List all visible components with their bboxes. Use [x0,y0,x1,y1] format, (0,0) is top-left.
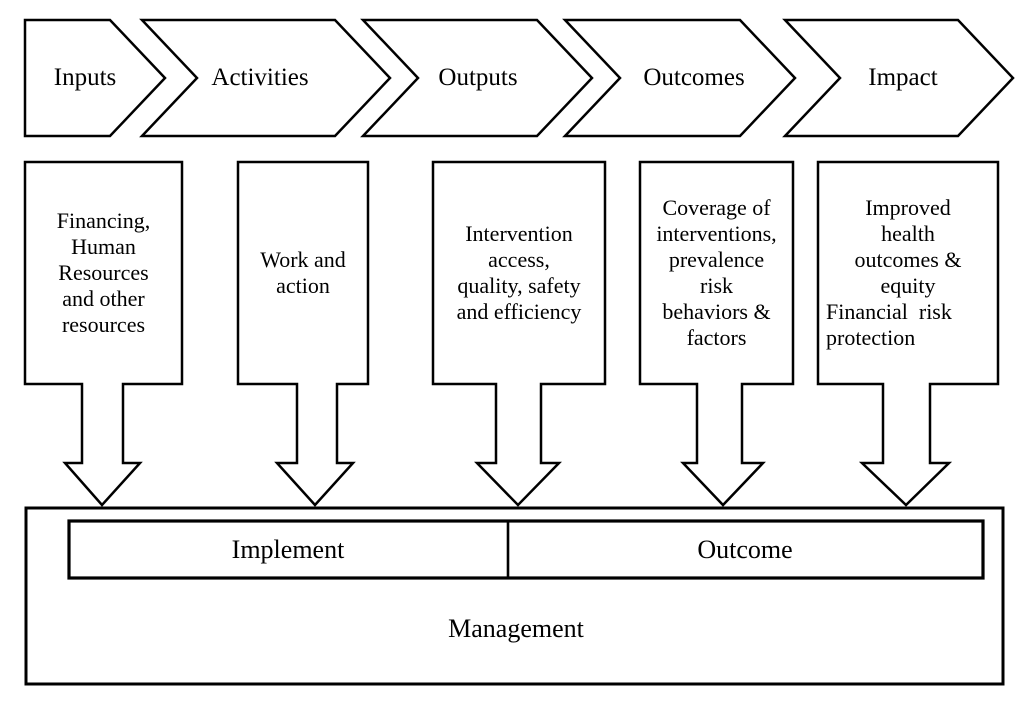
flow-box-arrow-activities [236,160,370,507]
flow-box-arrow-impact [816,160,1000,507]
outcome-label: Outcome [697,535,793,564]
flow-box-text-activities: Work and action [238,162,368,384]
flow-box-line: resources [61,312,146,337]
implement-outcome-bar [67,519,985,580]
chevron-label-outcomes: Outcomes [643,64,745,91]
flow-box-arrow-inputs [23,160,184,507]
flow-box-line: Intervention [465,221,573,246]
flow-box-line: and other [62,286,145,311]
flow-box-arrow-outputs [431,160,607,507]
flow-box-line: behaviors & [662,299,771,324]
chevron-impact-shape [782,18,1015,138]
chevron-label-activities: Activities [211,64,309,91]
management-label: Management [448,614,584,643]
implement-label: Implement [231,535,345,564]
flow-box-line: Resources [58,260,149,285]
flow-box-line: Financial risk [826,299,952,324]
flow-box-line: access, [488,247,550,272]
flow-box-line: prevalence [668,247,765,272]
flow-box-arrow-outcomes [638,160,795,507]
chevron-label-outputs: Outputs [438,64,518,91]
flow-box-line: health [881,221,935,246]
chevron-outcomes-shape [562,18,797,138]
flow-box-line: interventions, [656,221,777,246]
flow-box-line: Improved [865,195,951,220]
flow-box-line: and efficiency [456,299,582,324]
flow-box-line: quality, safety [457,273,581,298]
flow-box-line: equity [880,273,936,298]
flow-box-text-outcomes: Coverage of interventions, prevalence ri… [640,162,793,384]
flow-box-line: factors [686,325,747,350]
flow-box-line: Coverage of [662,195,771,220]
flow-box-text-impact: Improved health outcomes & equity Financ… [818,162,998,384]
chevron-activities-shape [139,18,392,138]
flow-box-line: Financing, [56,208,151,233]
flow-box-line: outcomes & [854,247,962,272]
flow-box-line: action [276,273,330,298]
flow-box-line: Human [71,234,136,259]
flow-box-line: risk [700,273,733,298]
chevron-label-inputs: Inputs [53,64,117,91]
chevron-inputs-shape [23,18,167,138]
flow-box-line: Work and [260,247,346,272]
chevron-outputs-shape [360,18,594,138]
flow-box-text-outputs: Intervention access, quality, safety and… [433,162,605,384]
flow-box-text-inputs: Financing, Human Resources and other res… [25,162,182,384]
chevron-label-impact: Impact [868,64,938,91]
flow-box-line: protection [826,325,916,350]
